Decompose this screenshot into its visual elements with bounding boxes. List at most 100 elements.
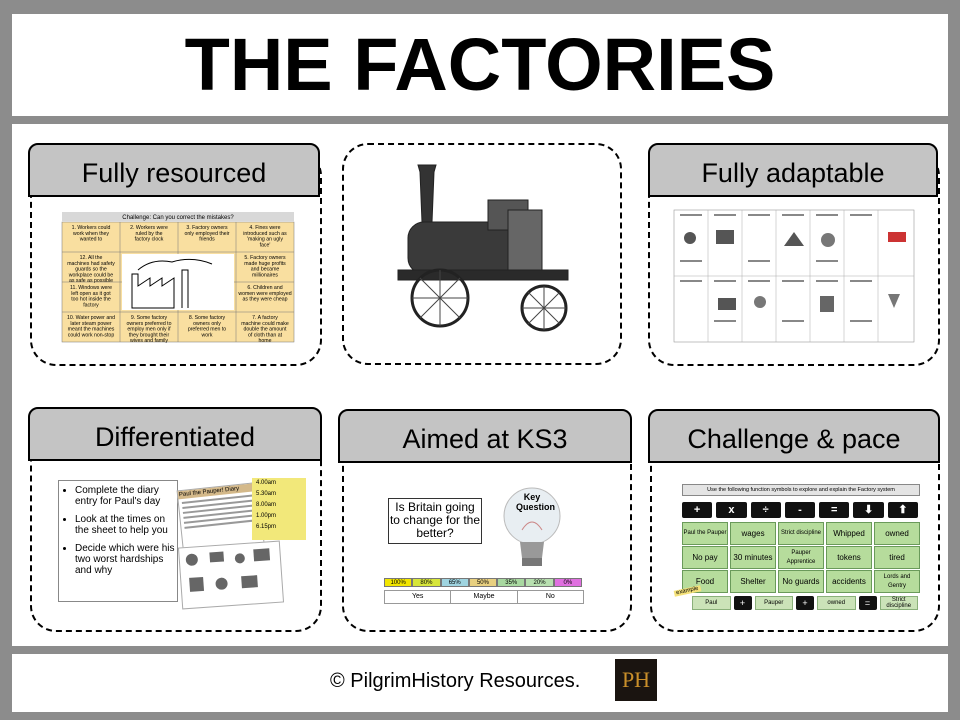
worksheet-cell-text: left open as it got	[71, 291, 111, 297]
title-box: THE FACTORIES	[12, 14, 948, 116]
function-symbol: ⬇	[853, 502, 884, 518]
scale-cell: 50%	[468, 578, 498, 587]
scale-cell: 0%	[553, 578, 582, 587]
tab-fully-adaptable: Fully adaptable	[648, 143, 938, 197]
worksheet-cell-text: machine could make	[241, 321, 289, 327]
ks3-thumbnail: Is Britain going to change for the bette…	[384, 482, 584, 604]
scale-cell: 80%	[412, 578, 441, 587]
worksheet-cell-text: 'making an ugly	[247, 237, 283, 243]
worksheet-cell-text: wanted to	[80, 237, 103, 243]
worksheet-cell-text: and became	[251, 267, 280, 273]
answer-yes: Yes	[385, 591, 452, 603]
tab-differentiated: Differentiated	[28, 407, 322, 461]
time-item: 4.00am	[256, 480, 277, 486]
answer-row: Yes Maybe No	[384, 590, 584, 604]
worksheet-cell-text: as safe as possible	[69, 278, 113, 284]
worksheet-cell-text: 5. Factory owners	[244, 255, 286, 261]
word-tile: Whipped	[826, 522, 872, 545]
worksheet-cell-text: 9. Some factory	[131, 315, 168, 321]
task-bullet: Decide which were his two worst hardship…	[75, 543, 177, 576]
scale-cell: 100%	[384, 578, 413, 587]
worksheet-cell-text: as they were cheap	[243, 297, 288, 303]
function-symbol: ⬆	[887, 502, 918, 518]
footer: © PilgrimHistory Resources. PH	[12, 654, 948, 712]
adaptable-grid-thumbnail	[673, 209, 915, 343]
worksheet-cell-text: they brought their	[129, 332, 170, 338]
tab-challenge: Challenge & pace	[648, 409, 940, 463]
worksheet-cell-text: workplace could be	[69, 272, 114, 278]
time-item: 5.30am	[256, 491, 277, 497]
locomotive-image	[388, 160, 580, 340]
function-symbol: -	[784, 502, 816, 518]
scale-cell: 35%	[497, 578, 526, 587]
example-tile: Paul	[692, 596, 731, 610]
differentiated-thumbnail: Complete the diary entry for Paul's day …	[58, 478, 306, 610]
task-bullet: Look at the times on the sheet to help y…	[75, 514, 177, 536]
diary-task-box: Complete the diary entry for Paul's day …	[58, 480, 178, 602]
worksheet-cell-text: only employed their	[185, 231, 230, 237]
worksheet-cell-text: 10. Water power and	[67, 315, 115, 321]
example-symbol: +	[796, 596, 814, 610]
tab-ks3: Aimed at KS3	[338, 409, 632, 463]
key-question-label: Key Question	[516, 492, 556, 512]
example-tile: Strict discipline	[879, 596, 918, 610]
example-tile: owned	[817, 596, 856, 610]
answer-no: No	[545, 593, 555, 600]
challenge-thumbnail: Use the following function symbols to ex…	[673, 484, 922, 612]
scale-cell: 65%	[440, 578, 469, 587]
worksheet-cell-text: later steam power	[70, 321, 112, 327]
worksheet-cell-text: introduced such as	[243, 231, 287, 237]
worksheet-cell-text: 7. A factory	[252, 315, 278, 321]
word-tile: accidents	[826, 570, 872, 593]
worksheet-cell-text: ruled by the	[135, 231, 162, 237]
diary-times: 4.00am 5.30am 8.00am 1.00pm 6.15pm	[252, 478, 306, 540]
function-symbol: +	[682, 502, 713, 518]
worksheet-cell-text: too hot inside the	[71, 297, 111, 303]
word-tile: wages	[730, 522, 776, 545]
word-tile: Lords and Gentry	[874, 570, 920, 593]
worksheet-header: Challenge: Can you correct the mistakes?	[122, 215, 234, 221]
copyright-text: © PilgrimHistory Resources.	[330, 670, 581, 692]
answer-maybe: Maybe	[451, 591, 518, 603]
worksheet-cell-text: made huge profits	[244, 261, 286, 267]
word-tile: No pay	[682, 546, 728, 569]
word-tile: Strict discipline	[778, 522, 824, 545]
worksheet-cell-text: 2. Workers were	[130, 225, 168, 231]
worksheet-cell-text: friends	[199, 237, 215, 243]
word-tile: tired	[874, 546, 920, 569]
example-symbol: =	[858, 596, 877, 610]
worksheet-cell-text: 11. Windows were	[70, 285, 112, 291]
example-row: Paul+Pauper+owned=Strict discipline	[692, 596, 918, 610]
scale-cell: 20%	[525, 578, 554, 587]
worksheet-cell-text: 3. Factory owners	[186, 225, 228, 231]
lightbulb-icon	[503, 487, 561, 566]
word-tile: owned	[874, 522, 920, 545]
function-symbol: x	[716, 502, 747, 518]
example-symbol: +	[733, 596, 752, 610]
function-symbol: ÷	[750, 502, 781, 518]
tab-fully-resourced: Fully resourced	[28, 143, 320, 197]
adaptable-grid-graphic	[673, 209, 915, 343]
worksheet-cell-text: owners only	[193, 321, 221, 327]
word-tile: No guards	[778, 570, 824, 593]
worksheet-cell-text: guards so the	[75, 267, 107, 273]
key-question-box: Is Britain going to change for the bette…	[388, 498, 482, 544]
worksheet-thumbnail: Challenge: Can you correct the mistakes?…	[61, 212, 295, 344]
word-tile: tokens	[826, 546, 872, 569]
example-tile: Pauper	[754, 596, 793, 610]
worksheet-cell-text: machines had safety	[67, 261, 115, 267]
page-title: THE FACTORIES	[184, 23, 776, 106]
worksheet-cell-text: 1. Workers could	[72, 225, 111, 231]
word-tile: Shelter	[730, 570, 776, 593]
word-tile: Pauper Apprentice	[778, 546, 824, 569]
worksheet-cell-text: preferred men to	[188, 327, 226, 333]
task-bullet: Complete the diary entry for Paul's day	[75, 485, 177, 507]
time-item: 1.00pm	[256, 513, 277, 519]
worksheet-cell-text: 8. Some factory	[189, 315, 226, 321]
example-tag: example	[673, 585, 702, 597]
worksheet-cell-text: 6. Children and	[247, 285, 282, 291]
time-item: 8.00am	[256, 502, 277, 508]
worksheet-cell-text: women were employed	[238, 291, 291, 297]
steam-locomotive-icon	[397, 164, 569, 332]
